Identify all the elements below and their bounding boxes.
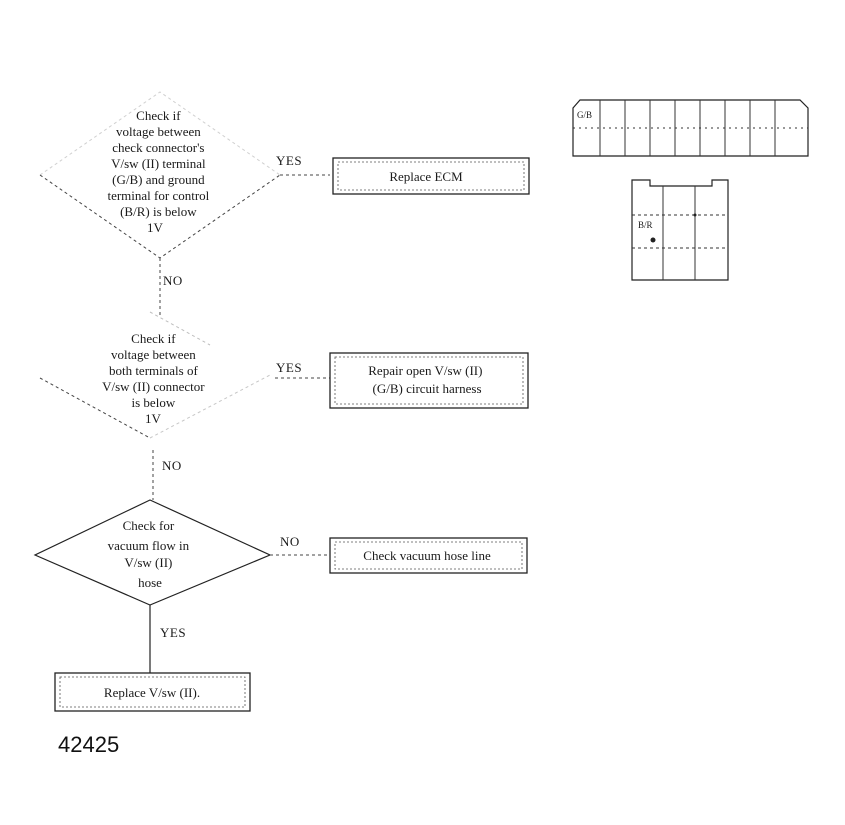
decision-3-yes-label: YES (160, 625, 186, 640)
connector-bottom-label: B/R (638, 220, 653, 230)
action-2-outer (329, 352, 529, 409)
action-2-text: Repair open V/sw (II) (G/B) circuit harn… (368, 363, 485, 396)
decision-2: Check if voltage between both terminals … (39, 311, 271, 439)
check-connector-illustration: G/B (572, 99, 809, 157)
figure-number: 42425 (58, 732, 119, 757)
vsw-connector-outline (631, 179, 729, 281)
decision-2-no-label: NO (162, 458, 182, 473)
decision-1: Check if voltage between check connector… (39, 91, 281, 259)
action-3-text: Check vacuum hose line (363, 548, 491, 563)
decision-3: Check for vacuum flow in V/sw (II) hose (33, 499, 272, 606)
action-repair-open-circuit-box: Repair open V/sw (II) (G/B) circuit harn… (329, 352, 529, 409)
check-connector-outline (572, 99, 809, 157)
decision-1-upper-edge (39, 91, 281, 176)
action-1-outer (332, 157, 530, 195)
action-4-outer (54, 672, 251, 712)
connector-top-label: G/B (577, 110, 592, 120)
decision-1-yes-label: YES (276, 153, 302, 168)
action-3-inner (334, 541, 523, 570)
action-4-text: Replace V/sw (II). (104, 685, 200, 700)
decision-2-lower-right-edge (149, 374, 271, 439)
action-3-outer (329, 537, 528, 574)
decision-2-lower-left-edge (39, 377, 151, 439)
decision-1-text: Check if voltage between check connector… (107, 108, 212, 235)
action-replace-ecm-box: Replace ECM (332, 157, 530, 195)
action-2-inner (334, 356, 524, 405)
action-1-inner (337, 161, 525, 191)
action-check-vacuum-hose-box: Check vacuum hose line (329, 537, 528, 574)
decision-2-yes-label: YES (276, 360, 302, 375)
vsw-connector-illustration: B/R (631, 179, 729, 281)
action-replace-vsw-box: Replace V/sw (II). (54, 672, 251, 712)
decision-3-text: Check for vacuum flow in V/sw (II) hose (108, 518, 193, 590)
terminal-dot (693, 213, 697, 217)
decision-3-no-label: NO (280, 534, 300, 549)
decision-2-text: Check if voltage between both terminals … (102, 331, 208, 426)
action-1-text: Replace ECM (389, 169, 463, 184)
decision-1-no-label: NO (163, 273, 183, 288)
terminal-dot (650, 237, 656, 243)
action-4-inner (59, 676, 246, 708)
